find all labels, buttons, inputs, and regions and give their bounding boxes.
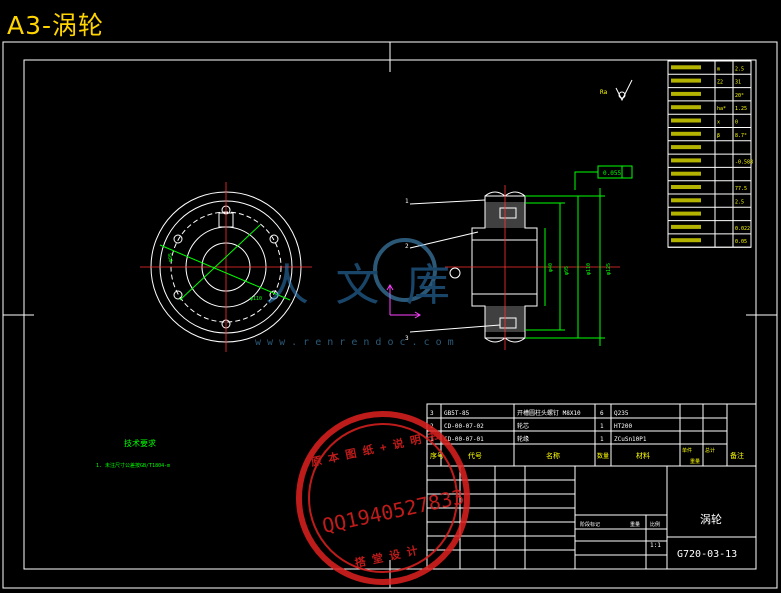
- watermark-url: w w w . r e n r e n d o c . c o m: [255, 337, 454, 348]
- param-value: 1.25: [735, 106, 747, 112]
- bom-row-no: 1: [430, 436, 434, 443]
- param-label-mark: [671, 65, 701, 70]
- param-symbol: β: [717, 133, 720, 139]
- svg-text:φ125: φ125: [606, 263, 612, 275]
- param-label-mark: [671, 78, 701, 83]
- param-label-mark: [671, 185, 701, 189]
- param-symbol: Z2: [717, 80, 723, 86]
- bom-header-weight: 重量: [690, 458, 700, 465]
- watermark: 人 文 库 w w w . r e n r e n d o c . c o m: [255, 238, 454, 348]
- bom-header-total: 总计: [705, 447, 715, 454]
- param-value: 20°: [735, 93, 744, 99]
- svg-text:φ95: φ95: [168, 253, 174, 262]
- scale-label: 比例: [650, 521, 660, 528]
- param-label-mark: [671, 171, 701, 176]
- param-value: 0.05: [735, 239, 747, 245]
- weight-label: 重量: [630, 521, 640, 528]
- param-label-mark: [671, 211, 701, 216]
- param-label-mark: [671, 198, 701, 203]
- stage-label: 阶段标记: [580, 521, 600, 528]
- bom-row-material: Q235: [614, 410, 629, 417]
- bom-header-unit: 单件: [682, 447, 692, 454]
- leader-label-1: 1: [405, 198, 409, 205]
- roughness-note: Ra: [600, 89, 608, 96]
- bom-header-no: 序号: [430, 451, 444, 460]
- param-value: -0.588: [735, 159, 753, 165]
- svg-text:φ110: φ110: [250, 296, 262, 302]
- tech-req-line1: 1. 未注尺寸公差按GB/T1804-m: [96, 462, 170, 469]
- bom-header-remark: 备注: [730, 451, 744, 460]
- part-name: 涡轮: [700, 512, 722, 526]
- param-label-mark: [671, 145, 701, 150]
- tolerance-value: 0.055: [603, 170, 621, 177]
- param-value: 0.022: [735, 226, 750, 232]
- drawing-number: G720-03-13: [677, 549, 737, 560]
- param-label-mark: [671, 224, 701, 229]
- bom-row-code: CD-00-07-02: [444, 423, 484, 430]
- param-symbol: ha*: [717, 106, 726, 112]
- param-symbol: m: [717, 66, 720, 72]
- bom-header-material: 材料: [636, 451, 650, 460]
- param-label-mark: [671, 91, 701, 96]
- param-label-mark: [671, 131, 701, 136]
- bom-row-name: 轮芯: [517, 422, 529, 430]
- watermark-brand: 人 文 库: [265, 260, 450, 311]
- bom-row-qty: 1: [600, 436, 604, 443]
- param-value: 2.5: [735, 66, 744, 72]
- bom-row-name: 轮缘: [517, 435, 529, 443]
- bom-header-qty: 数量: [597, 452, 609, 460]
- bom-row-code: GB5T-85: [444, 410, 470, 417]
- section-view: φ40 φ95 φ110 φ125 0.055 1 2 3: [405, 165, 633, 350]
- bom-row-name: 开槽圆柱头螺钉 M8X10: [517, 409, 581, 417]
- bom-row-material: HT200: [614, 423, 632, 430]
- leader-label-3: 3: [405, 335, 409, 342]
- param-value: 31: [735, 80, 741, 86]
- ucs-icon: [386, 284, 421, 319]
- svg-text:φ110: φ110: [586, 263, 592, 275]
- stamp-bottom-text: 搭 堂 设 计: [353, 543, 418, 570]
- tech-req-heading: 技术要求: [124, 438, 156, 448]
- bom-row-qty: 1: [600, 423, 604, 430]
- bom-row-material: ZCuSn10P1: [614, 436, 647, 443]
- param-symbol: x: [717, 120, 720, 126]
- param-value: 8.7°: [735, 133, 747, 139]
- param-label-mark: [671, 238, 701, 243]
- bom-header-code: 代号: [468, 451, 482, 460]
- scale-value: 1:1: [650, 542, 661, 549]
- param-value: 2.5: [735, 199, 744, 205]
- param-label-mark: [671, 105, 701, 110]
- title-block: 涡轮 G720-03-13 1:1 阶段标记 重量 比例: [426, 465, 757, 570]
- leader-label-2: 2: [405, 243, 409, 250]
- roughness-symbol: Ra: [600, 79, 633, 102]
- param-label-mark: [671, 118, 701, 123]
- svg-text:φ40: φ40: [548, 263, 554, 272]
- front-view: φ95 φ110: [140, 182, 312, 352]
- stamp-qq: QQ1940527833: [320, 484, 466, 538]
- param-label-mark: [671, 158, 701, 163]
- bom-header-name: 名称: [546, 451, 560, 460]
- svg-text:φ95: φ95: [564, 266, 570, 275]
- param-value: 0: [735, 120, 738, 126]
- bom-row-code: CD-00-07-01: [444, 436, 484, 443]
- bom-row-no: 3: [430, 410, 434, 417]
- param-value: 77.5: [735, 186, 747, 192]
- bom-row-qty: 6: [600, 410, 604, 417]
- drawing-title: A3-涡轮: [7, 11, 105, 40]
